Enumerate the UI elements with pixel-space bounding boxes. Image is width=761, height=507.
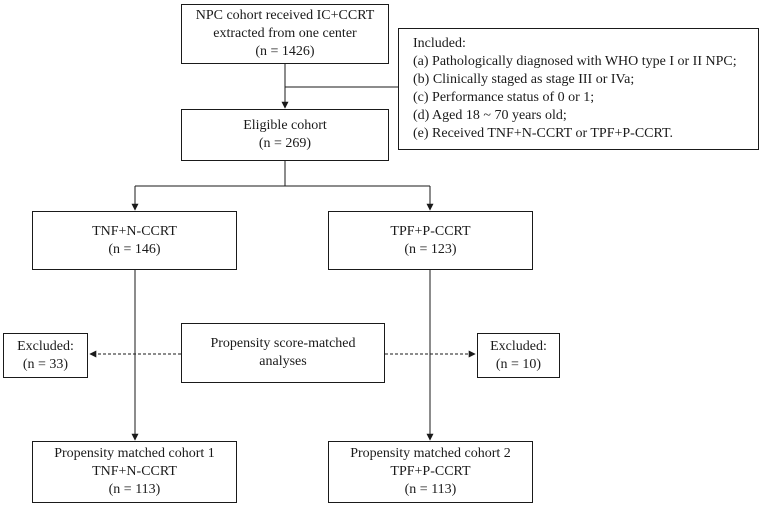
matched-2-line-3: (n = 113) <box>404 482 457 497</box>
excluded-right-box: Excluded: (n = 10) <box>477 333 560 378</box>
matched-1-line-1: Propensity matched cohort 1 <box>54 446 215 461</box>
excluded-right-label: Excluded: <box>490 338 547 354</box>
criteria-item-a: (a) Pathologically diagnosed with WHO ty… <box>413 54 737 69</box>
criteria-item-c: (c) Performance status of 0 or 1; <box>413 90 595 105</box>
right-arm-box: TPF+P-CCRT (n = 123) <box>328 211 533 270</box>
matched-1-line-3: (n = 113) <box>108 482 161 497</box>
psm-line-1: Propensity score-matched <box>210 336 356 351</box>
criteria-item-e: (e) Received TNF+N-CCRT or TPF+P-CCRT. <box>413 126 674 141</box>
source-line-1: NPC cohort received IC+CCRT <box>195 8 375 23</box>
source-cohort-box: NPC cohort received IC+CCRT extracted fr… <box>181 4 389 64</box>
psm-analysis-box: Propensity score-matched analyses <box>181 323 385 383</box>
left-arm-box: TNF+N-CCRT (n = 146) <box>32 211 237 270</box>
criteria-heading: Included: <box>413 36 466 51</box>
eligible-cohort-box: Eligible cohort (n = 269) <box>181 109 389 161</box>
matched-cohort-1-box: Propensity matched cohort 1 TNF+N-CCRT (… <box>32 441 237 503</box>
inclusion-criteria-box: Included: (a) Pathologically diagnosed w… <box>398 28 759 150</box>
eligible-count: (n = 269) <box>258 136 312 151</box>
excluded-right-count: (n = 10) <box>495 356 542 372</box>
matched-2-line-2: TPF+P-CCRT <box>390 464 471 479</box>
right-arm-count: (n = 123) <box>404 241 457 257</box>
excluded-left-label: Excluded: <box>17 338 74 354</box>
criteria-item-b: (b) Clinically staged as stage III or IV… <box>413 72 635 87</box>
eligible-label: Eligible cohort <box>243 118 327 133</box>
source-line-3: (n = 1426) <box>255 44 315 59</box>
matched-2-line-1: Propensity matched cohort 2 <box>350 446 511 461</box>
excluded-left-count: (n = 33) <box>22 356 69 372</box>
excluded-left-box: Excluded: (n = 33) <box>3 333 88 378</box>
left-arm-label: TNF+N-CCRT <box>92 223 177 239</box>
criteria-item-d: (d) Aged 18 ~ 70 years old; <box>413 108 567 123</box>
left-arm-count: (n = 146) <box>108 241 161 257</box>
right-arm-label: TPF+P-CCRT <box>390 223 471 239</box>
matched-1-line-2: TNF+N-CCRT <box>92 464 177 479</box>
matched-cohort-2-box: Propensity matched cohort 2 TPF+P-CCRT (… <box>328 441 533 503</box>
source-line-2: extracted from one center <box>213 26 357 41</box>
psm-line-2: analyses <box>259 354 307 369</box>
